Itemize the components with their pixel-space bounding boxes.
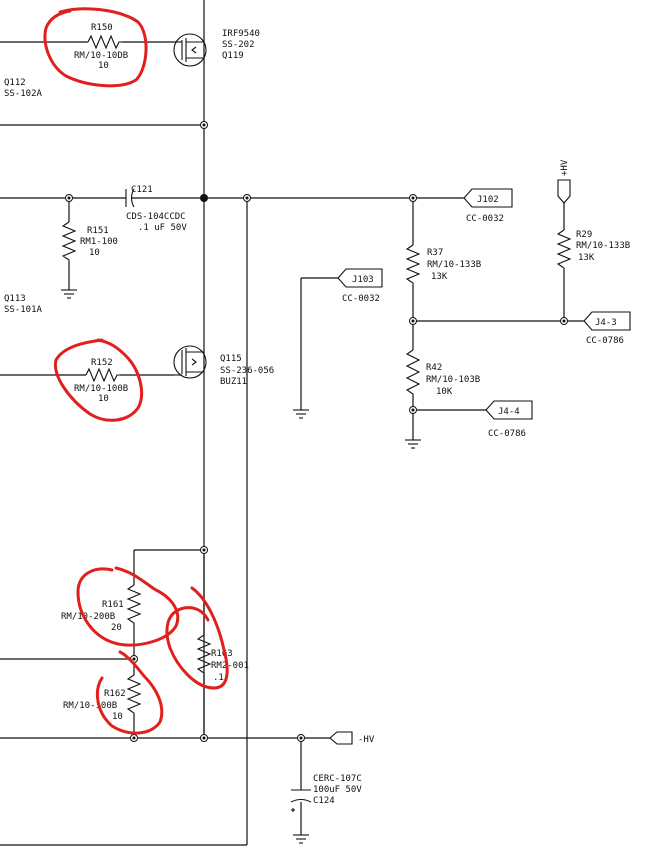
r150-ref: R150 xyxy=(91,23,113,33)
r37-part: RM/10-133B xyxy=(427,260,481,270)
r42-part: RM/10-103B xyxy=(426,375,480,385)
r150-circle-mark xyxy=(43,7,148,88)
q112-part: SS-102A xyxy=(4,89,43,99)
j4-3-part: CC-0786 xyxy=(586,336,624,346)
minus-hv-label: -HV xyxy=(358,735,375,745)
r163-ref: R163 xyxy=(211,649,233,659)
j103-part: CC-0032 xyxy=(342,294,380,304)
q119-ref: Q119 xyxy=(222,51,244,61)
r42-value: 10K xyxy=(436,387,453,397)
r152-ref: R152 xyxy=(91,358,113,368)
r161-symbol xyxy=(126,584,142,625)
r163-circle-mark xyxy=(165,586,229,690)
r162-circle-mark xyxy=(95,650,164,735)
j102-ref: J102 xyxy=(477,195,499,205)
connector-flag-j4-4 xyxy=(485,400,533,420)
connector-flag-j103 xyxy=(337,268,383,288)
j4-4-ref: J4-4 xyxy=(498,407,520,417)
r152-value: 10 xyxy=(98,394,109,404)
q119-symbol xyxy=(173,33,207,67)
r150-symbol xyxy=(87,34,122,50)
r163-value: .1 xyxy=(213,673,224,683)
r42-ref: R42 xyxy=(426,363,442,373)
red-annotation-marks xyxy=(43,7,229,735)
r162-ref: R162 xyxy=(104,689,126,699)
q113-part: SS-101A xyxy=(4,305,43,315)
ground-icon xyxy=(293,834,309,844)
connector-flag-j4-3 xyxy=(583,311,631,331)
r151-symbol xyxy=(61,221,77,262)
r150-part: RM/10-10DB xyxy=(74,51,128,61)
r151-value: 10 xyxy=(89,248,100,258)
c121-part: CDS-104CCDC xyxy=(126,212,186,222)
connector-flag-minus-hv xyxy=(329,731,353,745)
j4-3-ref: J4-3 xyxy=(595,318,617,328)
q113-ref: Q113 xyxy=(4,294,26,304)
q115-part: SS-236-056 xyxy=(220,366,274,376)
r29-value: 13K xyxy=(578,253,595,263)
q115-ref: Q115 xyxy=(220,354,242,364)
c121-symbol xyxy=(125,188,135,208)
r37-symbol xyxy=(405,244,421,285)
q119-part2: SS-202 xyxy=(222,40,255,50)
r29-part: RM/10-133B xyxy=(576,241,630,251)
r29-ref: R29 xyxy=(576,230,592,240)
r162-part: RM/10-100B xyxy=(63,701,117,711)
r163-part: RM2-001 xyxy=(211,661,249,671)
r163-symbol xyxy=(196,634,212,675)
labels: R150 RM/10-10DB 10 IRF9540 SS-202 Q119 Q… xyxy=(4,23,630,806)
c124-symbol xyxy=(290,789,312,812)
q115-model: BUZ11 xyxy=(220,377,247,387)
q119-part1: IRF9540 xyxy=(222,29,260,39)
r161-part: RM/10-200B xyxy=(61,612,115,622)
r162-symbol xyxy=(126,674,142,715)
c121-value: .1 uF 50V xyxy=(138,223,187,233)
r161-ref: R161 xyxy=(102,600,124,610)
q115-symbol xyxy=(173,345,207,379)
r162-value: 10 xyxy=(112,712,123,722)
r152-part: RM/10-100B xyxy=(74,384,128,394)
ground-icon xyxy=(61,289,77,299)
r161-value: 20 xyxy=(111,623,122,633)
r29-symbol xyxy=(556,229,572,270)
r37-ref: R37 xyxy=(427,248,443,258)
r42-symbol xyxy=(405,349,421,395)
r152-circle-mark xyxy=(53,338,143,422)
q112-ref: Q112 xyxy=(4,78,26,88)
r151-part: RM1-100 xyxy=(80,237,118,247)
j103-ref: J103 xyxy=(352,275,374,285)
r152-symbol xyxy=(85,367,120,383)
c121-ref: C121 xyxy=(131,185,153,195)
j102-part: CC-0032 xyxy=(466,214,504,224)
c124-ref: C124 xyxy=(313,796,335,806)
connector-flag-plus-hv xyxy=(557,179,571,204)
connector-flag-j102 xyxy=(463,188,513,208)
ground-icon xyxy=(405,439,421,449)
r151-ref: R151 xyxy=(87,226,109,236)
wires xyxy=(0,0,584,846)
c124-part: CERC-107C xyxy=(313,774,362,784)
r150-value: 10 xyxy=(98,61,109,71)
c124-value: 100uF 50V xyxy=(313,785,362,795)
ground-icon xyxy=(293,409,309,419)
j4-4-part: CC-0786 xyxy=(488,429,526,439)
plus-hv-label: +HV xyxy=(560,159,570,176)
r37-value: 13K xyxy=(431,272,448,282)
junction-dots xyxy=(65,121,568,742)
r161-circle-mark xyxy=(76,566,180,647)
